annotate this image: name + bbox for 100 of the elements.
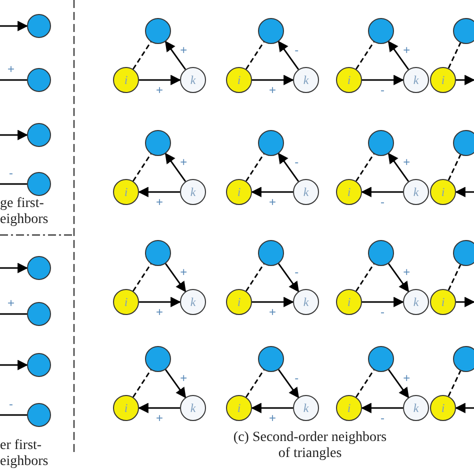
arrow — [252, 74, 294, 86]
node-label: i — [347, 296, 351, 308]
arrow — [388, 263, 410, 292]
node-circle — [113, 395, 139, 421]
node-label: i — [237, 186, 241, 198]
node-label: i — [441, 186, 445, 198]
arrow — [360, 186, 403, 198]
node-circle — [180, 289, 206, 315]
edge-label: + — [155, 84, 164, 96]
node-circle — [145, 240, 171, 266]
node-label: i — [347, 186, 351, 198]
node-circle — [226, 289, 252, 315]
dashed-line — [448, 154, 462, 181]
dashed-line — [448, 264, 462, 291]
arrow — [278, 369, 300, 398]
node-circle — [27, 172, 51, 196]
node-circle — [258, 18, 284, 44]
node-circle — [453, 130, 474, 156]
node-circle — [27, 14, 51, 38]
node-circle — [113, 67, 139, 93]
arrow — [278, 263, 300, 292]
node-label: k — [190, 74, 196, 86]
arrow — [164, 263, 186, 292]
node-circle — [180, 395, 206, 421]
node-label: k — [303, 296, 309, 308]
arrow — [362, 74, 404, 86]
node-circle — [336, 179, 362, 205]
arrow — [250, 186, 293, 198]
arrow — [388, 152, 410, 182]
node-label: k — [413, 74, 419, 86]
node-circle — [430, 179, 456, 205]
node-label: k — [303, 74, 309, 86]
node-circle — [258, 346, 284, 372]
edge-label: + — [268, 196, 277, 208]
edge-label: + — [155, 306, 164, 318]
node-label: i — [124, 74, 128, 86]
node-label: i — [124, 186, 128, 198]
node-circle — [27, 68, 51, 92]
arrow — [388, 369, 410, 398]
arrow — [278, 152, 300, 182]
arrow — [139, 296, 182, 308]
node-circle — [403, 179, 429, 205]
node-circle — [403, 289, 429, 315]
node-label: i — [124, 402, 128, 414]
node-circle — [27, 123, 51, 147]
node-circle — [293, 179, 319, 205]
caption: (c) Second-order neighbors of triangles — [232, 430, 388, 462]
node-circle — [430, 395, 456, 421]
node-circle — [293, 67, 319, 93]
edge-label: + — [155, 412, 164, 424]
node-label: i — [347, 402, 351, 414]
node-label: i — [441, 402, 445, 414]
dashed-line — [132, 369, 152, 398]
arrow — [0, 20, 28, 32]
node-circle — [226, 395, 252, 421]
node-circle — [226, 179, 252, 205]
node-label: i — [237, 296, 241, 308]
node-circle — [226, 67, 252, 93]
node-label: i — [441, 74, 445, 86]
arrow — [164, 40, 186, 70]
node-label: i — [237, 74, 241, 86]
edge-label: + — [268, 412, 277, 424]
node-circle — [368, 18, 394, 44]
node-label: k — [190, 186, 196, 198]
arrow — [138, 402, 180, 414]
arrow — [360, 402, 403, 414]
node-label: i — [124, 296, 128, 308]
node-circle — [336, 67, 362, 93]
node-circle — [27, 403, 51, 427]
edge-label: + — [268, 306, 277, 318]
arrow — [456, 74, 474, 86]
node-circle — [453, 346, 474, 372]
arrow — [139, 74, 182, 86]
node-label: k — [413, 296, 419, 308]
node-circle — [180, 67, 206, 93]
node-circle — [145, 18, 171, 44]
node-circle — [336, 289, 362, 315]
node-circle — [113, 289, 139, 315]
arrow — [454, 402, 474, 414]
node-circle — [368, 130, 394, 156]
node-circle — [145, 346, 171, 372]
dashed-line — [448, 370, 462, 397]
node-circle — [430, 67, 456, 93]
arrow — [362, 296, 404, 308]
arrow — [278, 40, 300, 70]
edge-label: + — [6, 63, 16, 75]
node-circle — [27, 256, 51, 280]
node-circle — [336, 395, 362, 421]
caption: ge first- eighbors — [0, 196, 50, 228]
dashed-line — [448, 42, 462, 69]
caption: er first- eighbors — [0, 438, 50, 470]
node-circle — [403, 395, 429, 421]
node-circle — [293, 395, 319, 421]
arrow — [0, 360, 28, 370]
node-circle — [453, 240, 474, 266]
arrow — [250, 402, 293, 414]
node-circle — [145, 130, 171, 156]
edge-label: + — [155, 196, 164, 208]
node-circle — [403, 67, 429, 93]
node-circle — [368, 346, 394, 372]
